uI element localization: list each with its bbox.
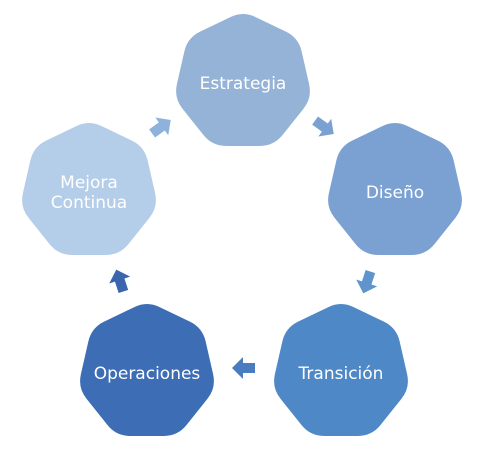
arrow-estrategia-to-diseno-icon [312, 116, 334, 137]
arrow-operaciones-to-mejora-continua-icon [109, 269, 131, 294]
arrow-diseno-to-transicion-icon [356, 269, 378, 294]
node-label-estrategia: Estrategia [200, 74, 287, 94]
arrow-transicion-to-operaciones-icon [232, 357, 255, 379]
node-label-transicion: Transición [298, 364, 384, 384]
node-shape-diseno [328, 123, 462, 255]
node-shape-transicion [274, 304, 408, 436]
node-label-operaciones: Operaciones [94, 364, 201, 384]
node-transicion: Transición [274, 304, 408, 436]
node-label-mejora-continua: Mejora [60, 173, 118, 193]
arrow-layer [109, 116, 378, 379]
node-operaciones: Operaciones [80, 304, 214, 436]
node-diseno: Diseño [328, 123, 462, 255]
node-shape-operaciones [80, 304, 214, 436]
node-label-mejora-continua: Continua [51, 193, 127, 213]
node-label-diseno: Diseño [366, 183, 424, 203]
node-shape-estrategia [176, 14, 310, 146]
arrow-mejora-continua-to-estrategia-icon [149, 117, 171, 138]
node-estrategia: Estrategia [176, 14, 310, 146]
node-shape-mejora-continua [22, 123, 156, 255]
